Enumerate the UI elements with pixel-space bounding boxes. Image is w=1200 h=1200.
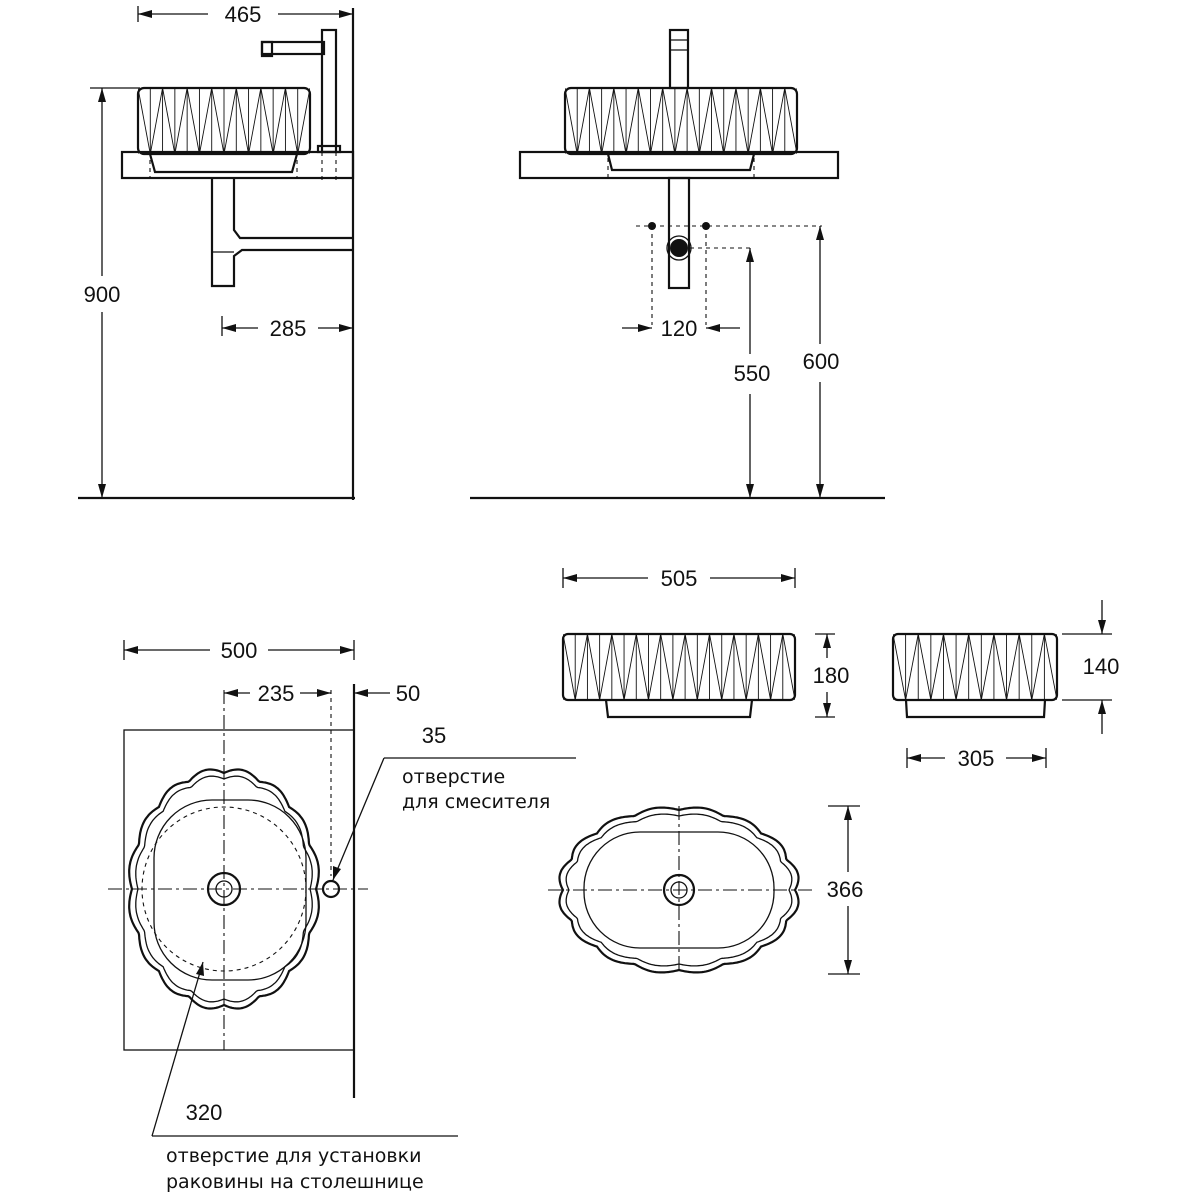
dim-500-label: 500 <box>221 638 258 663</box>
drain-outlet <box>670 239 688 257</box>
basin-bowl-plan <box>153 799 307 981</box>
basin-elevation-front: 505 180 <box>561 566 850 719</box>
dim-235: 235 <box>224 681 331 706</box>
basin-505-foot <box>604 699 754 719</box>
tap-hole-note-line2: для смесителя <box>402 791 550 813</box>
counter-hole-note-line2: раковины на столешнице <box>166 1171 424 1193</box>
dim-120-label: 120 <box>661 316 698 341</box>
countertop-front <box>518 150 840 180</box>
dim-50: 50 <box>354 681 420 706</box>
dim-550: 550 <box>734 248 771 498</box>
dim-180-label: 180 <box>813 663 850 688</box>
dim-550-label: 550 <box>734 361 771 386</box>
drain-pipe <box>210 178 353 288</box>
dim-120: 120 <box>622 316 740 341</box>
dim-50-label: 50 <box>396 681 420 706</box>
dim-465-label: 465 <box>225 2 262 27</box>
dim-305-label: 305 <box>958 746 995 771</box>
dim-600: 600 <box>803 226 840 498</box>
drain-pipe-front <box>667 176 691 290</box>
tap-hole-note-line1: отверстие <box>402 766 505 788</box>
basin-top-scalloped-rim <box>558 806 800 974</box>
dim-505-label: 505 <box>661 566 698 591</box>
dim-900: 900 <box>84 87 140 498</box>
basin-elevation-side: 305 140 <box>891 600 1119 771</box>
front-view: 120 550 600 <box>470 28 885 500</box>
counter-hole-callout: 320 отверстие для установки раковины на … <box>151 961 458 1193</box>
dim-600-label: 600 <box>803 349 840 374</box>
faucet-front <box>668 28 690 90</box>
plan-view-countertop: 500 235 50 35 отверстие для смесителя 32… <box>108 638 576 1193</box>
dim-180: 180 <box>813 633 850 718</box>
basin-skirt-front <box>606 153 756 172</box>
dim-366-label: 366 <box>827 877 864 902</box>
basin-305-ribs <box>893 634 1057 700</box>
dim-235-label: 235 <box>258 681 295 706</box>
tap-hole-callout: 35 отверстие для смесителя <box>332 723 576 881</box>
basin-ribs-front <box>565 88 797 154</box>
dim-285-label: 285 <box>270 316 307 341</box>
basin-ribs <box>138 88 310 154</box>
dim-35-label: 35 <box>422 723 446 748</box>
dim-140: 140 <box>1062 600 1119 734</box>
basin-scalloped-rim <box>128 768 320 1010</box>
dim-320-label: 320 <box>186 1100 223 1125</box>
dim-465: 465 <box>137 2 353 27</box>
dim-285: 285 <box>221 316 353 341</box>
dim-140-label: 140 <box>1083 654 1120 679</box>
dim-900-label: 900 <box>84 282 121 307</box>
plan-view-basin: 366 <box>548 805 864 975</box>
basin-skirt <box>148 153 299 174</box>
dim-305: 305 <box>906 746 1047 771</box>
basin-505-ribs <box>563 634 795 700</box>
side-view: 465 900 285 <box>78 2 355 500</box>
counter-hole-note-line1: отверстие для установки <box>166 1145 421 1167</box>
dim-505: 505 <box>562 566 796 591</box>
faucet <box>260 28 342 154</box>
basin-305-foot <box>904 699 1047 719</box>
dim-500: 500 <box>123 638 355 663</box>
dim-366: 366 <box>827 805 864 975</box>
countertop <box>120 150 355 180</box>
